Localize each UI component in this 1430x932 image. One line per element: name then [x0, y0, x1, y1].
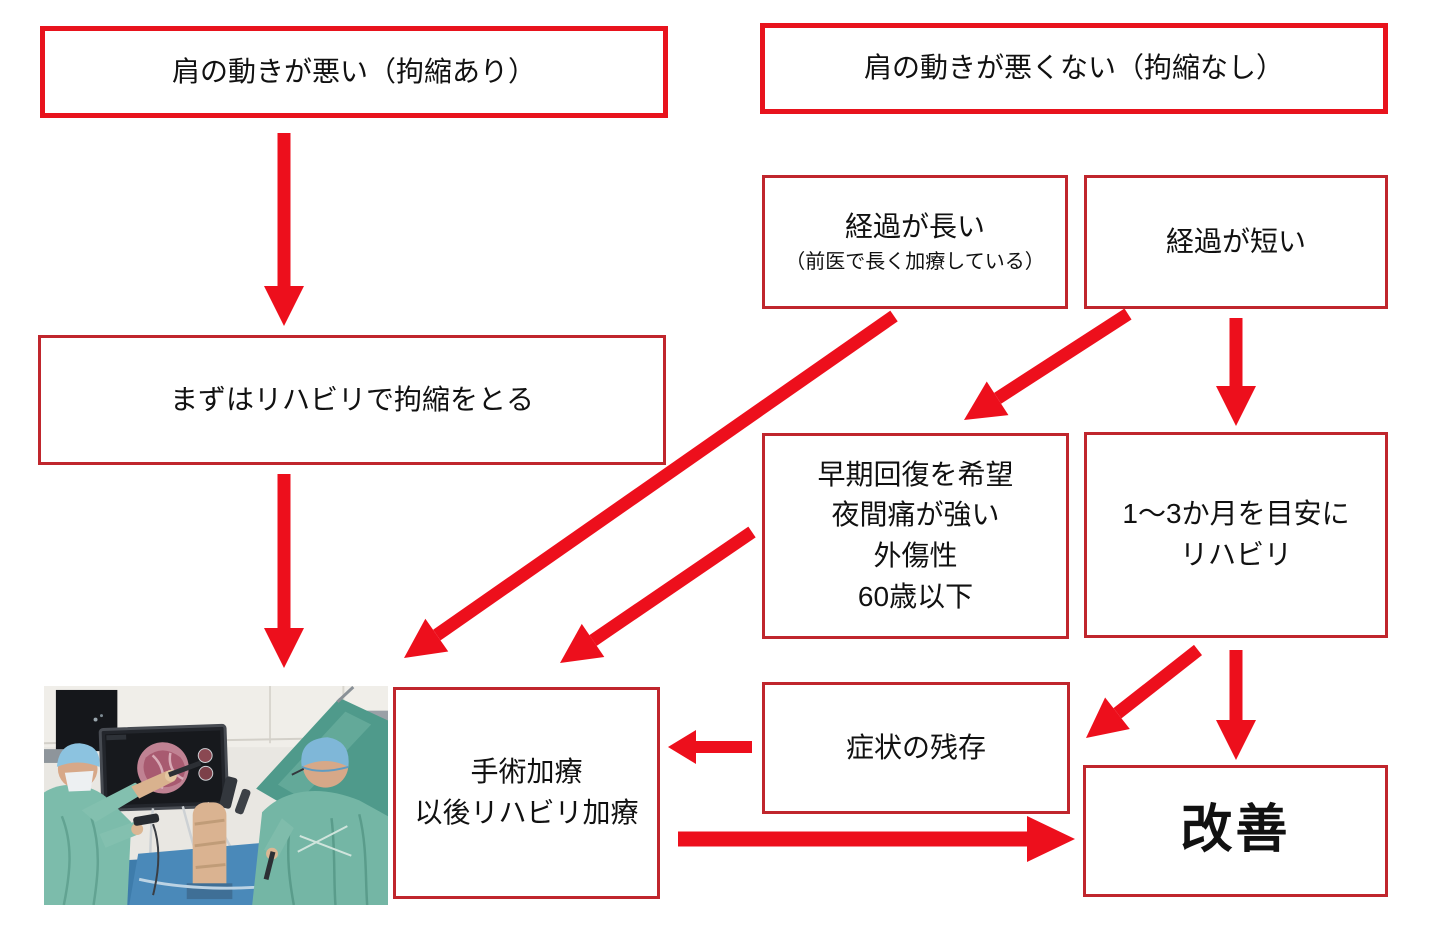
arrow-stiff-to-rehab-first: [264, 133, 304, 326]
surgery-photo-graphic: [44, 686, 388, 905]
box-early-recovery: 早期回復を希望 夜間痛が強い 外傷性 60歳以下: [762, 433, 1069, 639]
box-residual-symptoms: 症状の残存: [762, 682, 1070, 814]
surgeon-left: [44, 743, 202, 905]
box-short-course: 経過が短い: [1084, 175, 1388, 309]
box-early-recovery-line2: 夜間痛が強い: [831, 499, 1000, 531]
arrow-early-recovery-to-surgery: [560, 526, 756, 663]
box-shoulder-not-stiff-label: 肩の動きが悪くない（拘縮なし）: [863, 52, 1284, 84]
box-surgery-line1: 手術加療: [470, 756, 583, 788]
box-surgery-line2: 以後リハビリ加療: [414, 797, 639, 828]
box-short-course-label: 経過が短い: [1165, 225, 1306, 257]
box-long-course-line1: 経過が長い: [844, 211, 985, 243]
box-rehab-first-label: まずはリハビリで拘縮をとる: [169, 383, 534, 415]
box-long-course-line2: （前医で長く加療している）: [785, 250, 1045, 273]
arrow-short-course-to-rehab-1-3: [1216, 318, 1256, 426]
arrow-rehab-1-3-to-improvement: [1216, 650, 1256, 760]
box-early-recovery-line3: 外傷性: [873, 540, 958, 571]
box-early-recovery-line1: 早期回復を希望: [817, 458, 1014, 490]
surgeon-right: [252, 737, 388, 905]
box-residual-symptoms-label: 症状の残存: [845, 731, 986, 763]
box-surgery: 手術加療 以後リハビリ加療: [393, 687, 660, 899]
box-rehab-1-3-line1: 1～3か月を目安に: [1122, 498, 1350, 530]
box-shoulder-not-stiff: 肩の動きが悪くない（拘縮なし）: [760, 23, 1388, 114]
surgery-photo: [44, 686, 388, 905]
arrow-residual-to-surgery: [668, 730, 752, 764]
box-rehab-1-3-line2: リハビリ: [1179, 539, 1292, 570]
box-shoulder-stiff-label: 肩の動きが悪い（拘縮あり）: [171, 55, 536, 87]
box-rehab-1-3-months: 1～3か月を目安に リハビリ: [1084, 432, 1388, 638]
arrow-rehab-1-3-to-residual: [1086, 644, 1203, 738]
box-improvement-label: 改善: [1180, 801, 1291, 860]
arrow-short-course-to-early-recovery: [964, 308, 1132, 420]
box-improvement: 改善: [1083, 765, 1388, 897]
box-shoulder-stiff: 肩の動きが悪い（拘縮あり）: [40, 26, 668, 118]
arrow-rehab-first-to-surgery-photo: [264, 474, 304, 668]
box-early-recovery-line4: 60歳以下: [857, 580, 974, 612]
arrow-surgery-to-improvement: [678, 816, 1075, 862]
box-rehab-first: まずはリハビリで拘縮をとる: [38, 335, 666, 465]
box-long-course: 経過が長い （前医で長く加療している）: [762, 175, 1068, 309]
